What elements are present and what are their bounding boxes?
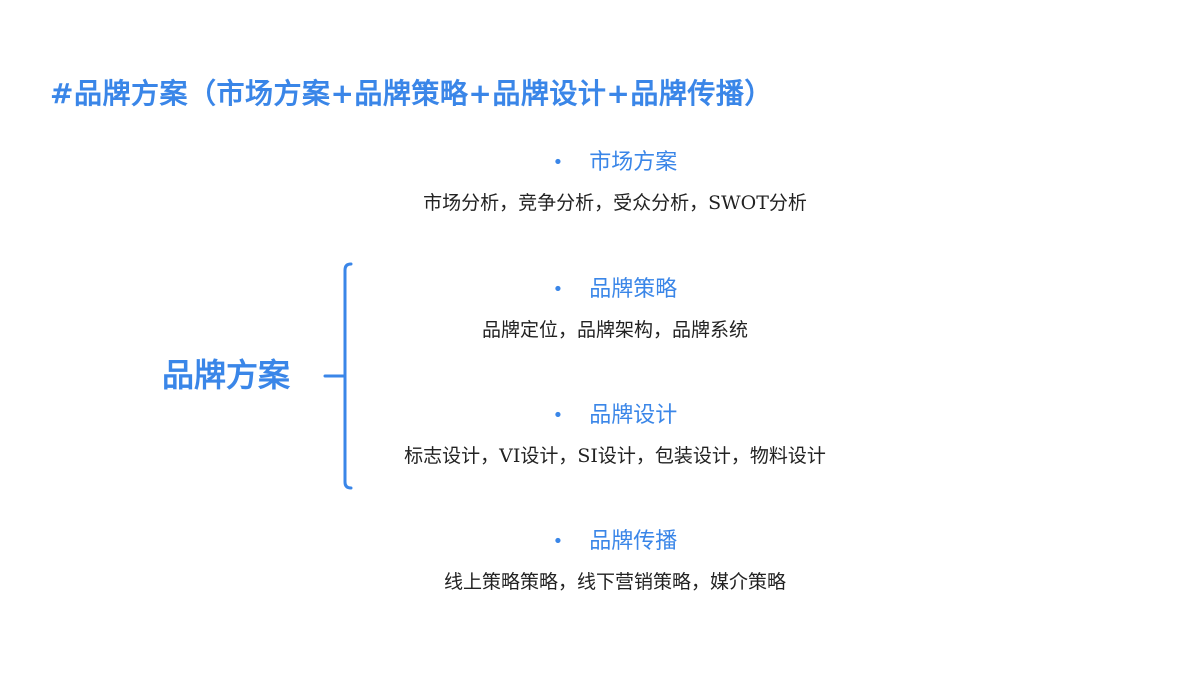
brace-bracket bbox=[343, 262, 353, 490]
section-brand-design: • 品牌设计 标志设计，VI设计，SI设计，包装设计，物料设计 bbox=[360, 399, 870, 468]
section-heading: • 品牌传播 bbox=[360, 525, 870, 559]
section-description: 线上策略策略，线下营销策略，媒介策略 bbox=[443, 571, 786, 593]
section-heading-text: 品牌传播 bbox=[589, 529, 678, 554]
bullet-icon: • bbox=[552, 279, 564, 300]
section-description: 市场分析，竞争分析，受众分析，SWOT分析 bbox=[423, 192, 807, 214]
root-node-label: 品牌方案 bbox=[162, 356, 291, 394]
section-market-plan: • 市场方案 市场分析，竞争分析，受众分析，SWOT分析 bbox=[360, 146, 870, 215]
section-heading: • 市场方案 bbox=[360, 146, 870, 180]
section-heading: • 品牌策略 bbox=[360, 273, 870, 307]
section-heading-text: 品牌设计 bbox=[589, 403, 678, 428]
bullet-icon: • bbox=[552, 152, 564, 173]
section-heading-text: 品牌策略 bbox=[589, 277, 678, 302]
bullet-icon: • bbox=[552, 405, 564, 426]
page-title: #品牌方案（市场方案+品牌策略+品牌设计+品牌传播） bbox=[50, 77, 773, 110]
bullet-icon: • bbox=[552, 531, 564, 552]
bracket-connector bbox=[323, 262, 353, 490]
section-brand-communication: • 品牌传播 线上策略策略，线下营销策略，媒介策略 bbox=[360, 525, 870, 594]
section-brand-strategy: • 品牌策略 品牌定位，品牌架构，品牌系统 bbox=[360, 273, 870, 342]
section-heading: • 品牌设计 bbox=[360, 399, 870, 433]
section-heading-text: 市场方案 bbox=[589, 150, 678, 175]
section-description: 品牌定位，品牌架构，品牌系统 bbox=[481, 319, 748, 341]
section-description: 标志设计，VI设计，SI设计，包装设计，物料设计 bbox=[404, 445, 826, 467]
